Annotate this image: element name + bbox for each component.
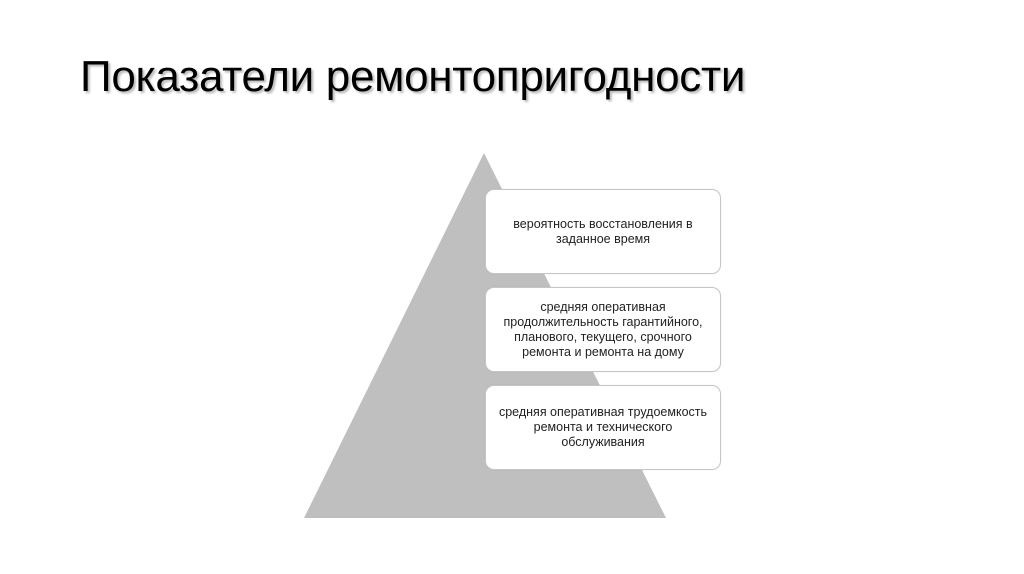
pyramid-level-3: средняя оперативная трудоемкость ремонта… [485, 385, 721, 470]
pyramid-level-1: вероятность восстановления в заданное вр… [485, 189, 721, 274]
pyramid-level-2: средняя оперативная продолжительность га… [485, 287, 721, 372]
pyramid-level-3-text: средняя оперативная трудоемкость ремонта… [498, 405, 708, 449]
slide-title: Показатели ремонтопригодности [80, 52, 746, 101]
pyramid-level-2-text: средняя оперативная продолжительность га… [503, 299, 703, 359]
pyramid-level-1-text: вероятность восстановления в заданное вр… [513, 216, 693, 246]
